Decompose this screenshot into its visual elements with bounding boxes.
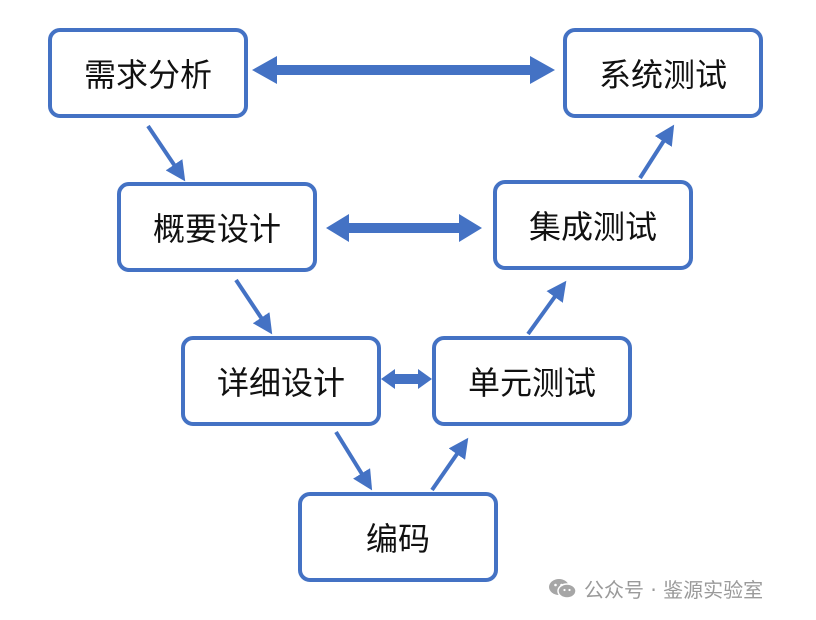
node-label: 概要设计 <box>152 210 281 248</box>
arrow-requirements-to-hld <box>146 124 186 182</box>
node-requirements-analysis: 需求分析 <box>48 28 248 118</box>
node-label: 系统测试 <box>598 56 727 94</box>
wechat-icon <box>549 578 577 599</box>
arrow-hld-to-dld <box>234 278 273 335</box>
node-unit-test: 单元测试 <box>432 336 632 426</box>
node-coding: 编码 <box>298 492 498 582</box>
node-system-test: 系统测试 <box>563 28 763 118</box>
watermark: 公众号 · 鉴源实验室 <box>548 574 763 603</box>
node-label: 集成测试 <box>528 208 657 246</box>
node-label: 单元测试 <box>467 364 596 402</box>
watermark-text: 公众号 · 鉴源实验室 <box>584 578 764 602</box>
node-integration-test: 集成测试 <box>493 180 693 270</box>
double-arrow-hld-integration <box>326 214 482 242</box>
double-arrow-requirements-system <box>252 56 555 84</box>
node-detailed-design: 详细设计 <box>181 336 381 426</box>
arrow-coding-to-unit <box>430 437 469 492</box>
arrow-integration-to-system <box>638 124 675 180</box>
double-arrow-dld-unit <box>381 369 432 389</box>
node-label: 编码 <box>365 520 430 558</box>
node-label: 需求分析 <box>83 56 212 94</box>
arrow-dld-to-coding <box>334 430 373 491</box>
node-high-level-design: 概要设计 <box>117 182 317 272</box>
arrow-unit-to-integration <box>526 280 567 336</box>
node-label: 详细设计 <box>216 364 345 402</box>
